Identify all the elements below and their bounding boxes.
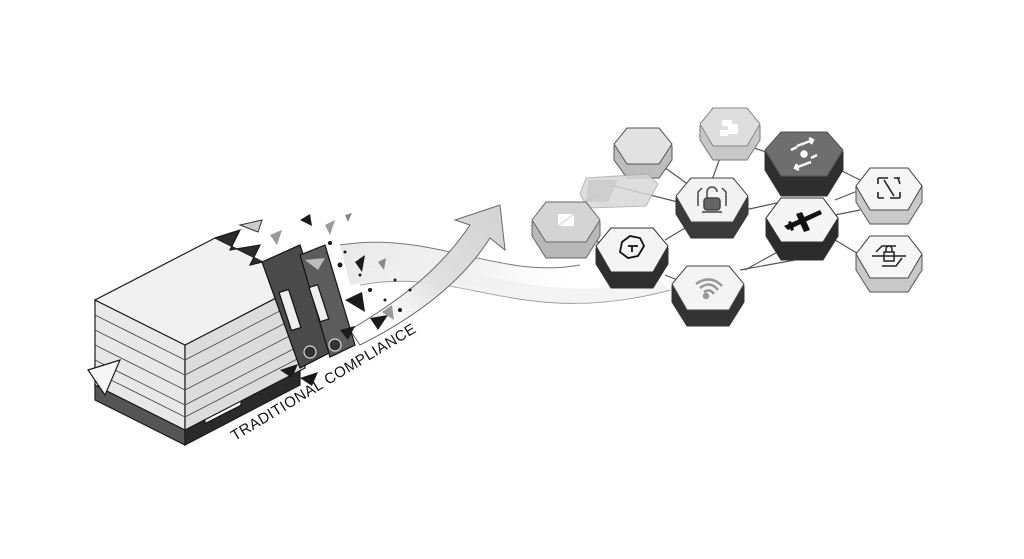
expand-arrows-icon xyxy=(877,177,901,199)
bidirectional-arrows-icon xyxy=(790,136,818,172)
node-blank xyxy=(612,126,674,180)
node-expand-arrows xyxy=(854,166,924,226)
node-faded-tile xyxy=(578,172,660,212)
paper-stack xyxy=(87,228,307,446)
binders-upright xyxy=(261,244,356,369)
node-switch-arrows xyxy=(763,130,845,198)
node-padlock xyxy=(674,176,750,240)
airplane-icon xyxy=(784,210,822,232)
shield-icon xyxy=(619,235,646,259)
unlocked-padlock-icon xyxy=(697,186,727,213)
envelope-icon xyxy=(557,213,575,227)
node-scan-lock xyxy=(854,234,924,294)
scan-lock-icon xyxy=(872,245,906,267)
puzzle-icon xyxy=(720,120,738,136)
wifi-icon xyxy=(695,278,723,300)
node-envelope xyxy=(530,200,602,260)
node-wifi xyxy=(670,264,746,328)
paper-fragments xyxy=(238,213,412,386)
node-puzzle xyxy=(698,106,762,162)
node-airplane xyxy=(764,196,840,262)
node-shield xyxy=(594,226,670,290)
